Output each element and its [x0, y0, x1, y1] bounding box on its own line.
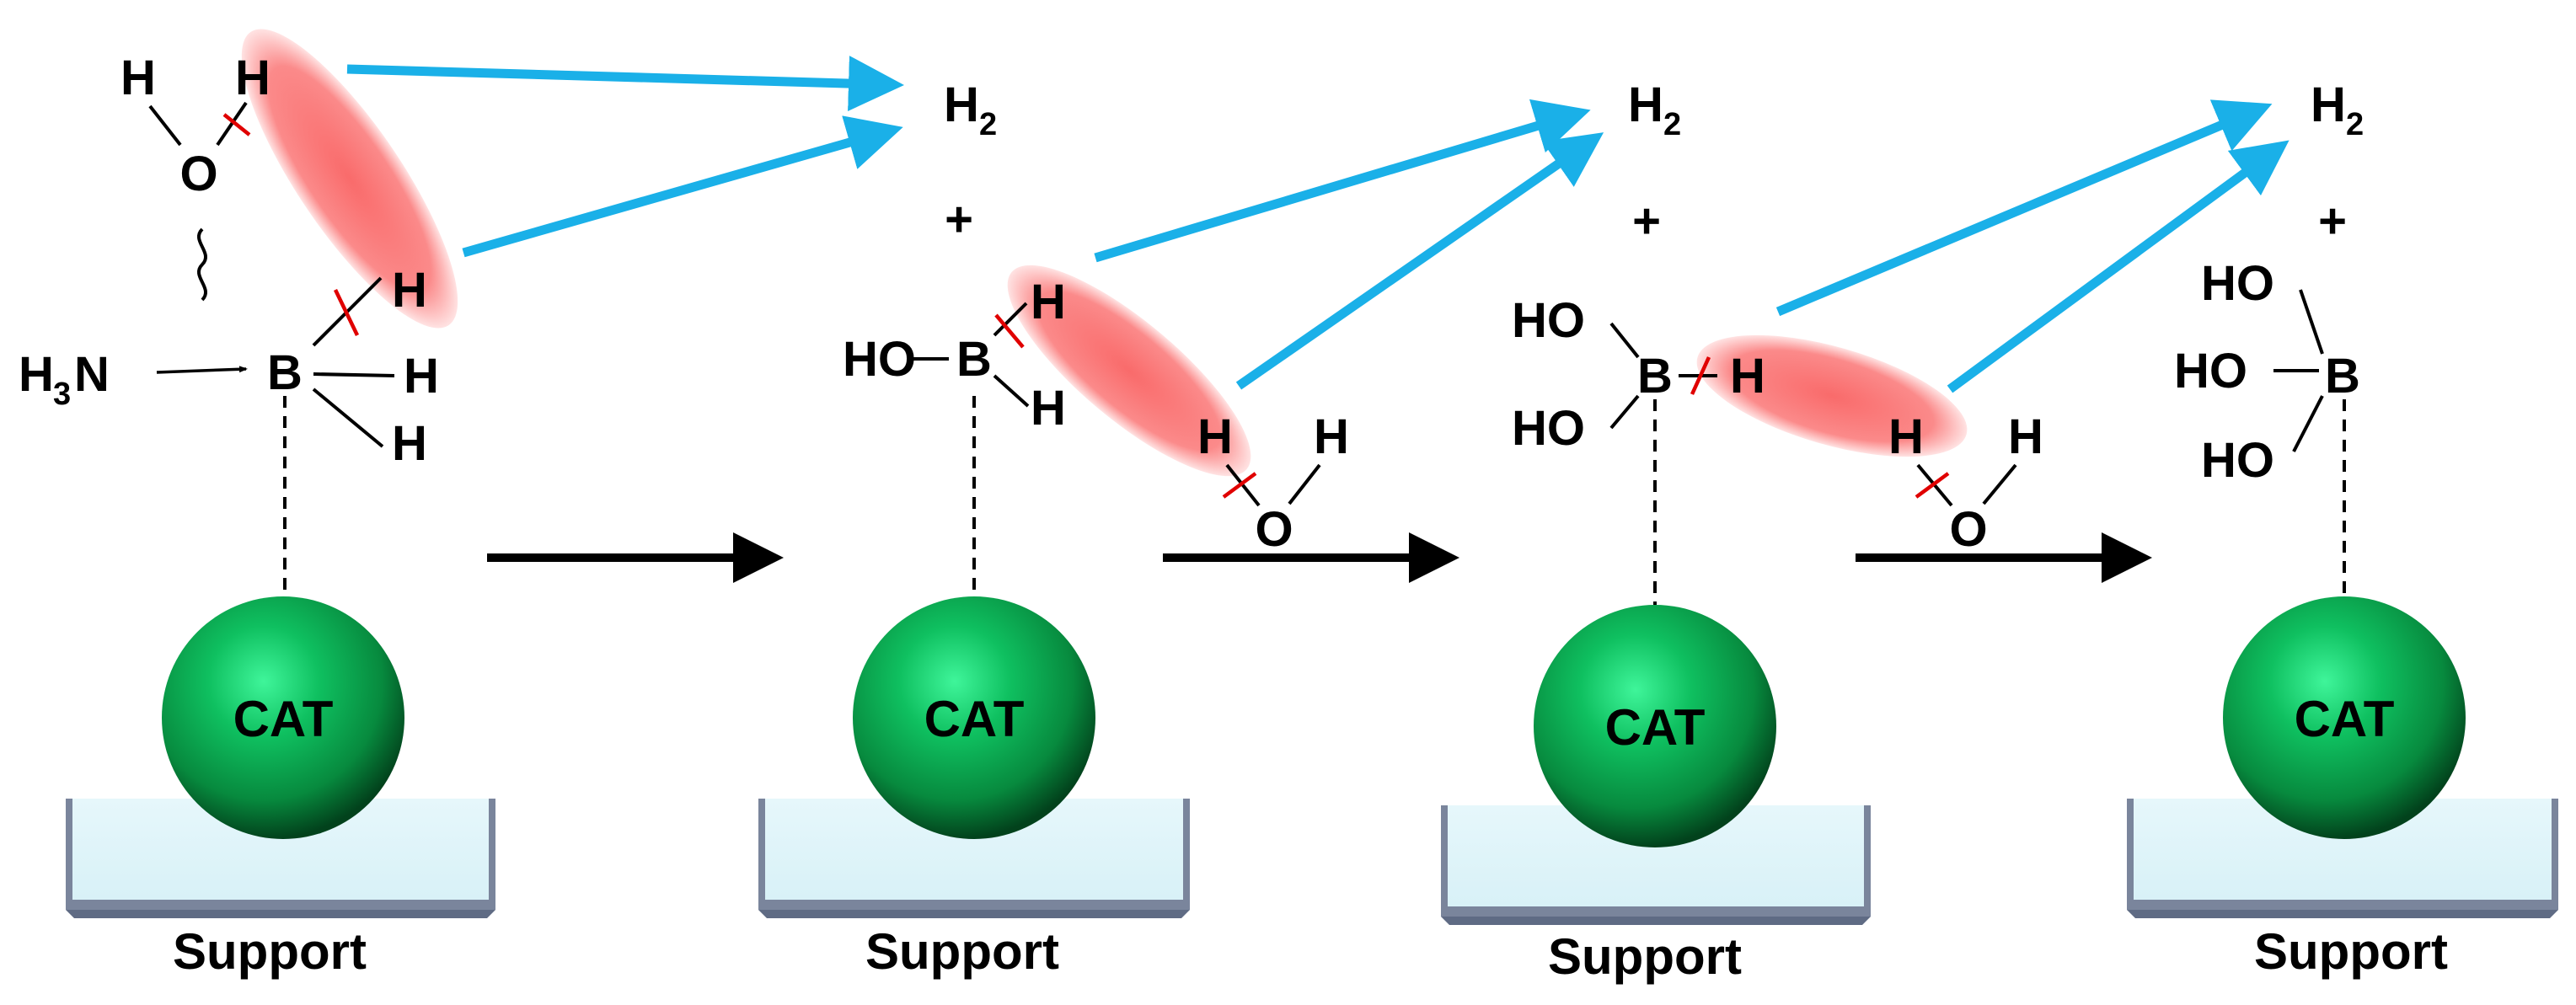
s2-ho: HO [843, 332, 916, 387]
s1-h3n-n: N [74, 347, 110, 402]
s3-water-o: O [1949, 502, 1987, 557]
s4-bond-ho-bot [2292, 395, 2324, 452]
s2-h2-sub: 2 [979, 107, 997, 142]
cat-label-4: CAT [2295, 691, 2395, 747]
s1-bond-bh-bot [312, 388, 384, 448]
h2-arrow-3b [1947, 140, 2289, 393]
s1-bh-mid: H [404, 349, 439, 404]
s2-boron: B [956, 332, 992, 387]
s3-water-h-left: H [1888, 409, 1924, 464]
s2-plus: + [945, 192, 973, 247]
s1-bond-oh-left [148, 104, 182, 147]
s2-bond-break-2 [1222, 472, 1257, 499]
s2-bond-oh-left [1225, 463, 1261, 507]
s4-ho-top: HO [2201, 256, 2274, 311]
s1-water-o: O [179, 147, 217, 201]
s2-bh-bot: H [1031, 381, 1066, 436]
stage-4-molecules: HO HO HO B + H 2 [2174, 78, 2364, 488]
s1-water-h-left: H [120, 51, 156, 105]
s1-bond-break-1 [222, 113, 251, 136]
s4-ho-bot: HO [2201, 433, 2274, 488]
support-label-3: Support [1548, 928, 1742, 985]
s3-ho-top: HO [1512, 293, 1585, 348]
stage-2-molecules: HO B H H + H 2 H H O [843, 78, 1349, 557]
s4-plus: + [2318, 194, 2347, 249]
h2-arrow-1a [346, 56, 904, 112]
s1-dative-arrow [156, 366, 248, 374]
s3-bond-oh-right [1982, 463, 2017, 505]
s3-bond-ho-top [1609, 322, 1640, 359]
cat-label-1: CAT [233, 691, 334, 747]
s4-h2-sub: 2 [2346, 107, 2364, 142]
s1-hydrogen-bond [196, 227, 208, 302]
h2-arrow-2a [1094, 99, 1591, 263]
s3-bond-break-2 [1915, 472, 1950, 499]
s1-bond-oh-right [216, 101, 248, 147]
s2-bond-oh-right [1288, 463, 1321, 505]
s3-plus: + [1632, 194, 1661, 249]
s4-boron: B [2325, 349, 2360, 404]
s1-water-h-right: H [235, 51, 270, 105]
catalyst-1: CAT [162, 596, 404, 839]
s2-bond-bh-bot [993, 374, 1030, 408]
highlight-ellipse-3 [1696, 334, 1968, 457]
s1-h3n-sub: 3 [53, 377, 71, 412]
s4-h2-h: H [2311, 78, 2346, 132]
s1-h3n-h: H [19, 347, 54, 402]
h2-arrow-3a [1775, 99, 2273, 317]
cat-label-2: CAT [924, 691, 1025, 747]
s3-ho-bot: HO [1512, 401, 1585, 456]
s1-boron: B [267, 345, 303, 400]
s4-ho-mid: HO [2174, 344, 2247, 398]
catalyst-3: CAT [1534, 605, 1776, 847]
stage-1-molecules: H H O H 3 N B H H H [19, 51, 439, 471]
s4-bond-ho-top [2299, 289, 2324, 355]
catalyst-4: CAT [2223, 596, 2466, 839]
s1-bond-break-2 [333, 289, 360, 336]
cat-label-3: CAT [1605, 699, 1706, 756]
support-2 [758, 799, 1190, 918]
h2-arrow-1b [462, 115, 903, 258]
support-label-4: Support [2254, 923, 2448, 980]
support-1 [66, 799, 495, 918]
s2-water-o: O [1255, 502, 1293, 557]
s2-bh-top: H [1031, 275, 1066, 329]
s2-bond-break-1 [994, 313, 1025, 349]
s3-h2-sub: 2 [1663, 107, 1681, 142]
s3-bh: H [1730, 349, 1765, 404]
h2-arrow-2b [1235, 132, 1604, 390]
highlight-ellipse-2 [1007, 265, 1251, 477]
support-label-2: Support [865, 923, 1059, 980]
catalyst-2: CAT [853, 596, 1095, 839]
s3-bond-ho-bot [1609, 394, 1640, 430]
s2-bond-bh-top [993, 302, 1028, 337]
s2-water-h-right: H [1314, 409, 1349, 464]
support-label-1: Support [173, 923, 367, 980]
s3-h2-h: H [1628, 78, 1663, 132]
s3-water-h-right: H [2008, 409, 2043, 464]
s1-bh-top: H [392, 263, 427, 318]
s3-boron: B [1637, 349, 1673, 404]
s3-bond-break-1 [1690, 356, 1711, 395]
s2-water-h-left: H [1197, 409, 1233, 464]
highlight-ellipse-1 [241, 29, 458, 329]
s2-h2-h: H [944, 78, 979, 132]
s1-bh-bot: H [392, 416, 427, 471]
s1-bond-bh-mid [313, 372, 395, 377]
stage-3-molecules: HO HO B H + H 2 H H O [1512, 78, 2043, 557]
